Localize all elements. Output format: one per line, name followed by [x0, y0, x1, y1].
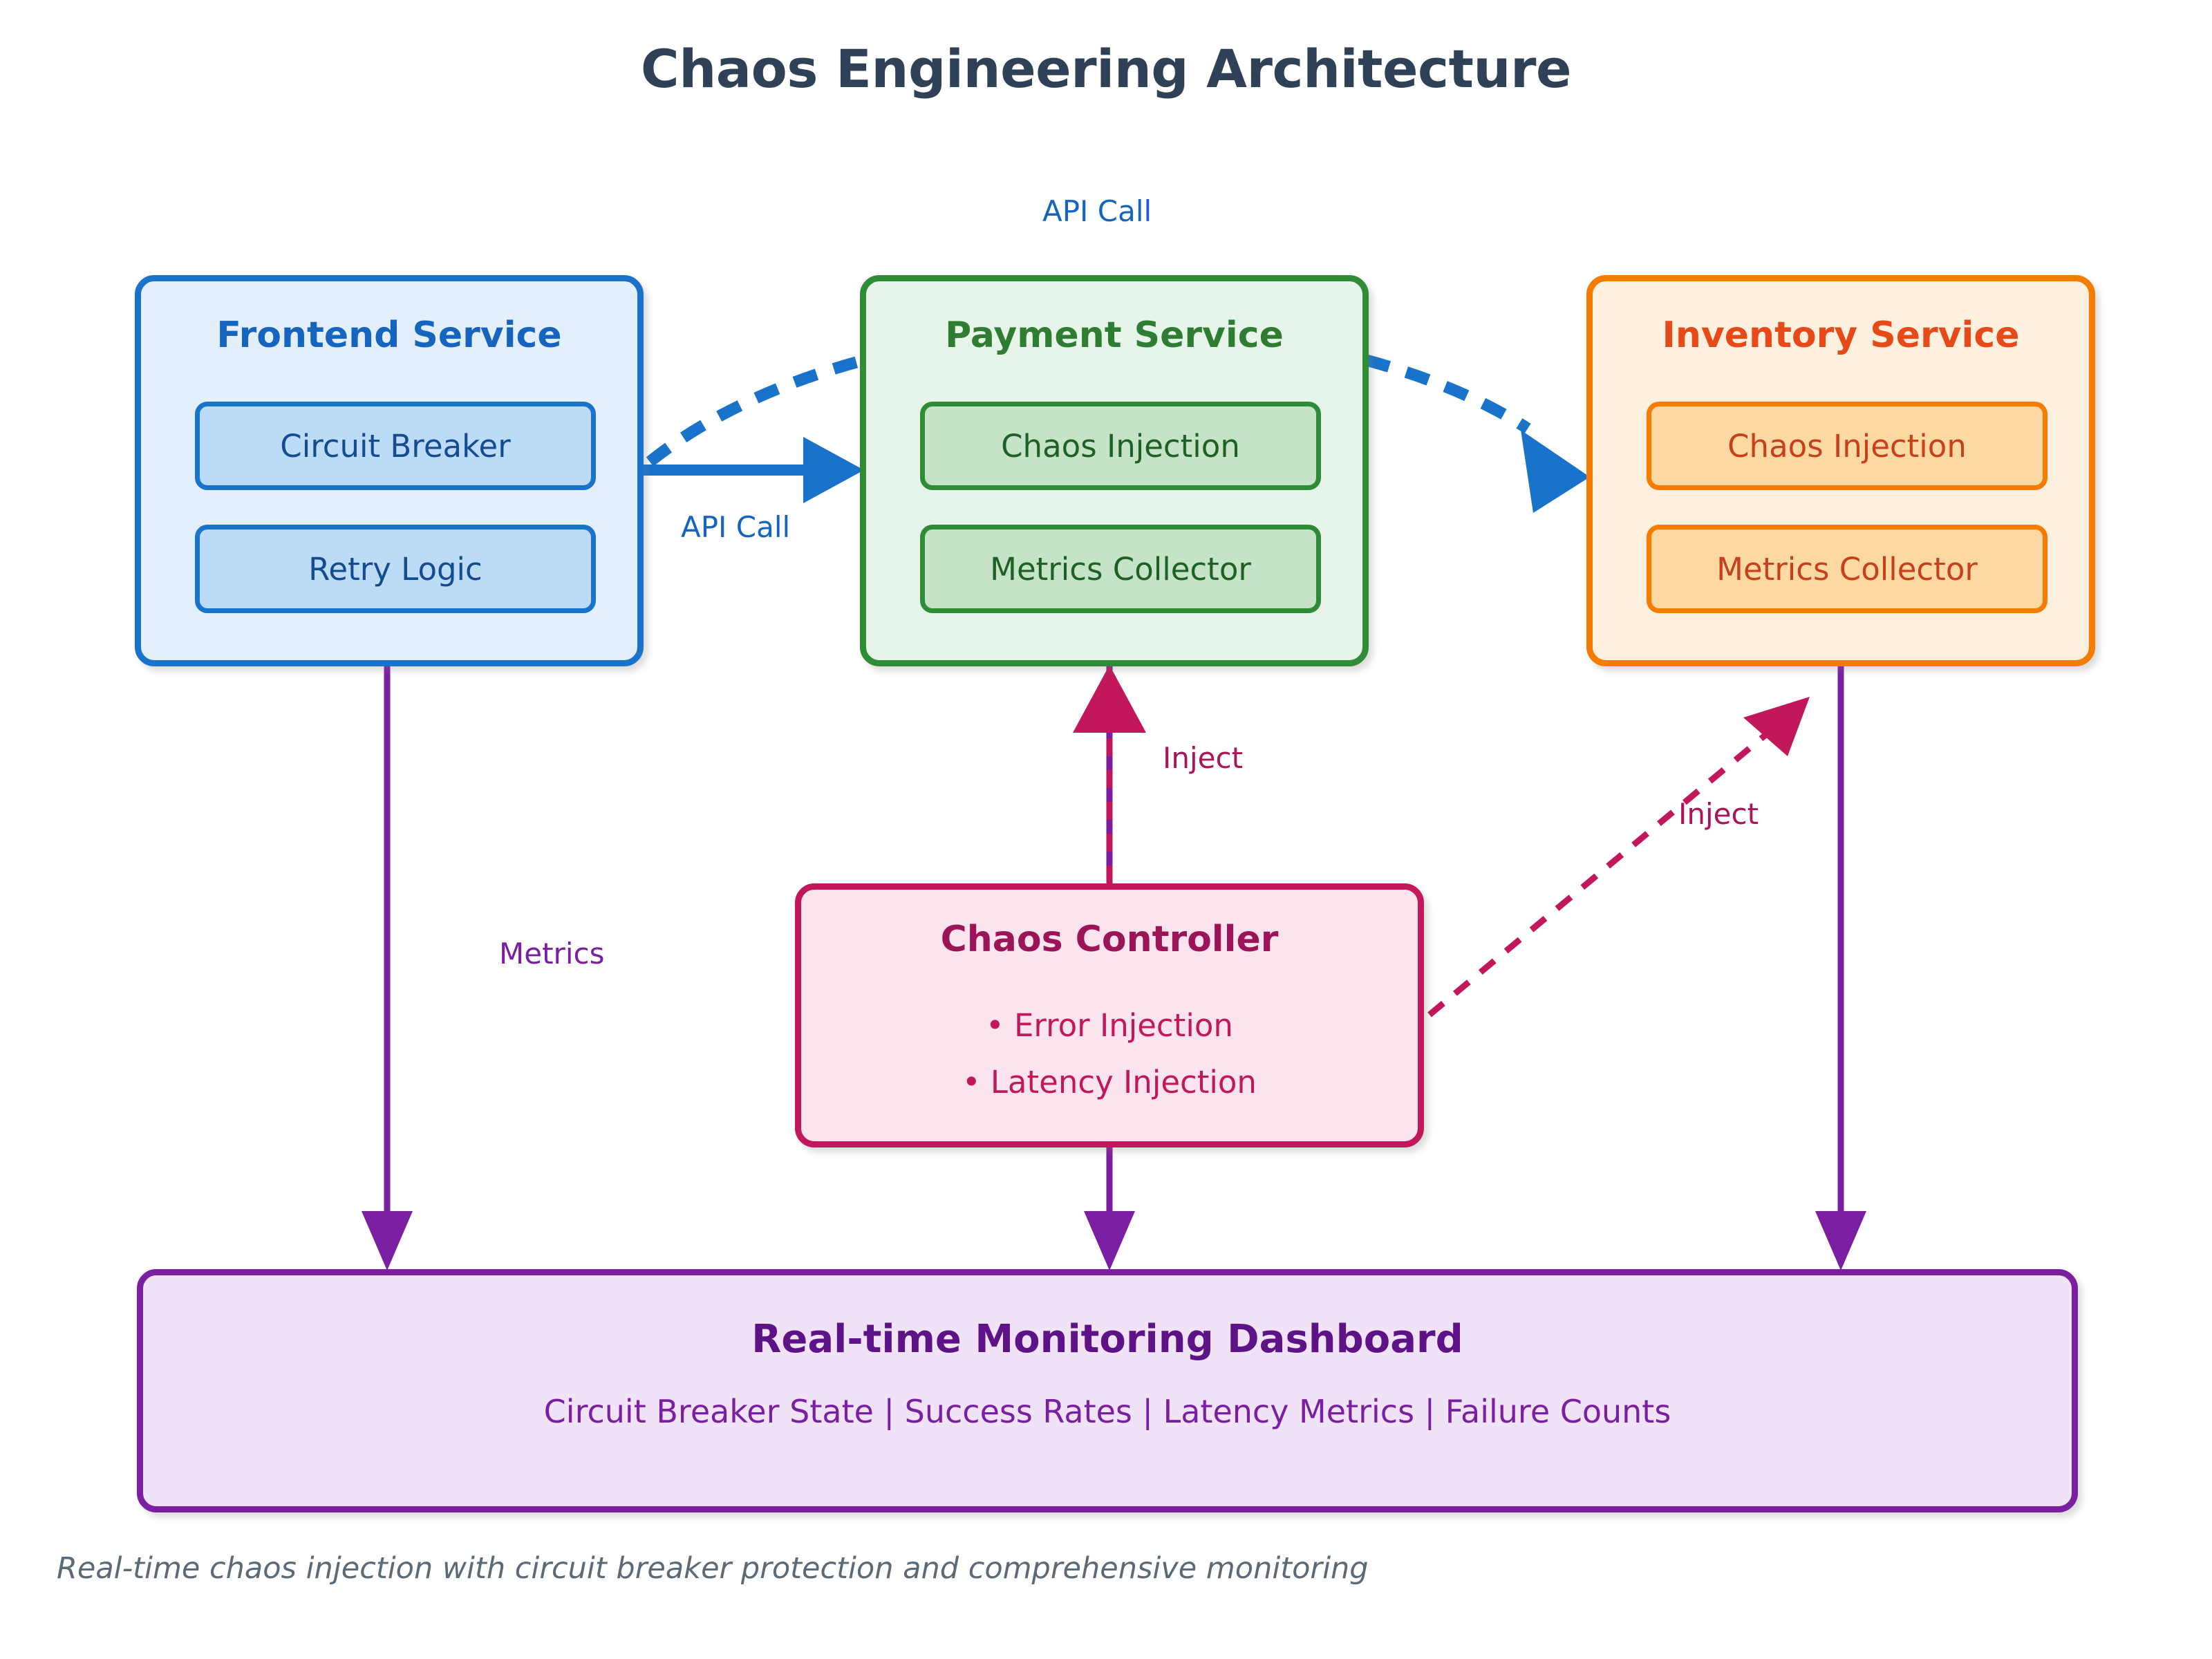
chaos-controller-box[interactable]: Chaos Controller • Error Injection • Lat… — [795, 883, 1424, 1147]
service-box-payment[interactable]: Payment Service Chaos Injection Metrics … — [860, 275, 1369, 666]
diagram-caption: Real-time chaos injection with circuit b… — [57, 1551, 1369, 1586]
component-chaos-injection-payment[interactable]: Chaos Injection — [920, 402, 1321, 490]
dashboard-metrics-list: Circuit Breaker State | Success Rates | … — [543, 1393, 1671, 1430]
edge-inject-payment — [1073, 665, 1146, 883]
service-box-frontend[interactable]: Frontend Service Circuit Breaker Retry L… — [135, 275, 644, 666]
edge-label-inject-inventory: Inject — [1678, 797, 1759, 831]
chaos-controller-item-latency-injection: • Latency Injection — [962, 1064, 1257, 1100]
component-metrics-collector-payment[interactable]: Metrics Collector — [920, 525, 1321, 613]
service-title-inventory: Inventory Service — [1662, 315, 2020, 356]
edge-label-api-call-top: API Call — [1042, 194, 1152, 228]
edge-api-payment — [644, 437, 864, 503]
component-retry-logic[interactable]: Retry Logic — [195, 525, 596, 613]
edge-metrics-inventory — [1815, 666, 1866, 1271]
edge-label-metrics: Metrics — [499, 937, 605, 971]
chaos-controller-title: Chaos Controller — [940, 919, 1279, 960]
component-circuit-breaker[interactable]: Circuit Breaker — [195, 402, 596, 490]
monitoring-dashboard-box[interactable]: Real-time Monitoring Dashboard Circuit B… — [137, 1269, 2078, 1512]
service-title-frontend: Frontend Service — [216, 315, 562, 356]
service-title-payment: Payment Service — [945, 315, 1284, 356]
edge-metrics-frontend — [362, 666, 413, 1271]
edge-label-api-call-middle: API Call — [681, 510, 791, 544]
chaos-controller-item-error-injection: • Error Injection — [986, 1007, 1233, 1044]
page-title: Chaos Engineering Architecture — [640, 38, 1572, 100]
component-chaos-injection-inventory[interactable]: Chaos Injection — [1647, 402, 2047, 490]
dashboard-title: Real-time Monitoring Dashboard — [751, 1317, 1463, 1362]
service-box-inventory[interactable]: Inventory Service Chaos Injection Metric… — [1586, 275, 2095, 666]
component-metrics-collector-inventory[interactable]: Metrics Collector — [1647, 525, 2047, 613]
edge-label-inject-payment: Inject — [1163, 741, 1244, 775]
edge-inject-inventory — [1427, 697, 1810, 1018]
